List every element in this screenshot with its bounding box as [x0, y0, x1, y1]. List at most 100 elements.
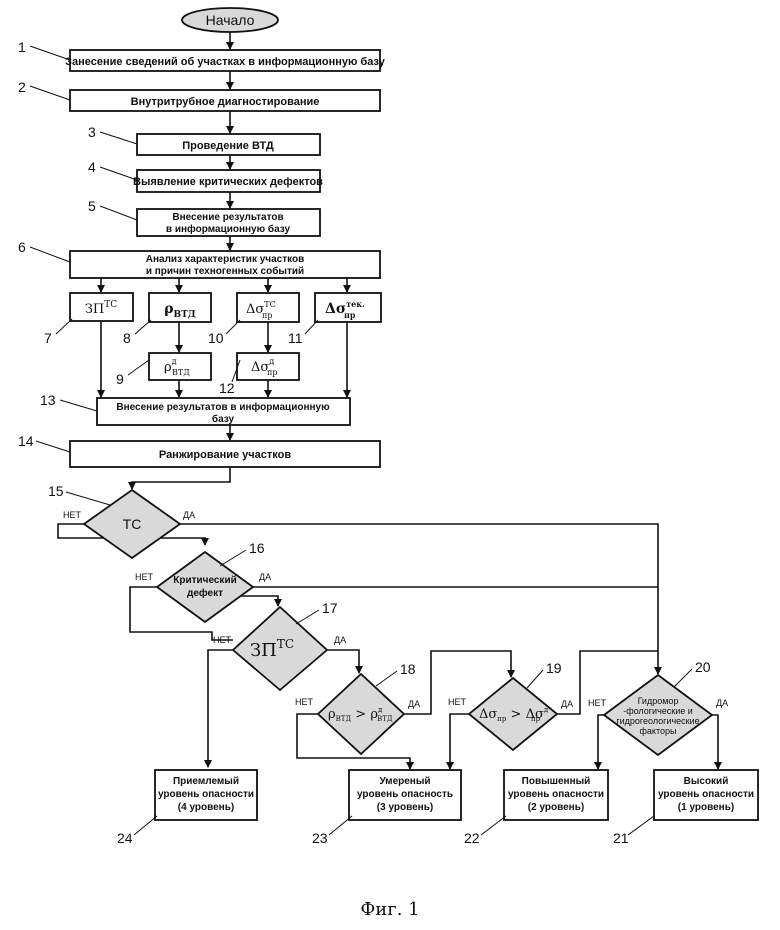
- ref-22: 22: [464, 830, 480, 846]
- leader-2: [30, 86, 70, 100]
- leader-9: [128, 360, 149, 375]
- box-5-label-1: Внесение результатов: [172, 212, 283, 223]
- outcome-21-label-2: уровень опасности: [658, 789, 754, 800]
- diamond-19-label: Δσпр > Δσдпр: [479, 706, 549, 723]
- diamond-20-label-3: гидрогеологические: [616, 716, 699, 726]
- diamond-16: [157, 552, 253, 622]
- diamond-16-label-2: дефект: [187, 587, 223, 599]
- leader-18: [376, 671, 397, 686]
- yes-label-17: ДА: [334, 635, 346, 645]
- diamond-16-label-1: Критический: [173, 575, 237, 586]
- no-label-19: НЕТ: [448, 697, 467, 707]
- leader-10: [226, 320, 240, 334]
- no-label-20: НЕТ: [588, 698, 607, 708]
- outcome-22-label-1: Повышенный: [522, 776, 591, 787]
- ref-21: 21: [613, 830, 629, 846]
- leader-4: [100, 167, 137, 180]
- leader-21: [628, 816, 654, 835]
- box-5-label-2: в информационную базу: [166, 223, 291, 235]
- box-14-label: Ранжирование участков: [159, 449, 291, 461]
- yes-label-20: ДА: [716, 698, 728, 708]
- leader-3: [100, 132, 137, 144]
- ref-5: 5: [88, 198, 96, 214]
- ref-2: 2: [18, 79, 26, 95]
- ref-11: 11: [288, 330, 303, 346]
- arrow-17-no: [208, 650, 233, 767]
- ref-13: 13: [40, 392, 56, 408]
- leader-8: [135, 320, 151, 334]
- ref-3: 3: [88, 124, 96, 140]
- ref-16: 16: [249, 540, 265, 556]
- box-6-label-2: и причин техногенных событий: [146, 265, 304, 277]
- box-6-label-1: Анализ характеристик участков: [146, 254, 305, 265]
- ref-18: 18: [400, 661, 416, 677]
- leader-20: [674, 669, 692, 687]
- box-3-label: Проведение ВТД: [182, 140, 274, 152]
- outcome-24-label-1: Приемлемый: [173, 776, 239, 787]
- ref-17: 17: [322, 600, 338, 616]
- arrow-14-15: [132, 467, 230, 489]
- yes-label-18: ДА: [408, 699, 420, 709]
- leader-5: [100, 206, 137, 220]
- outcome-21-label-1: Высокий: [684, 776, 729, 787]
- outcome-24-label-2: уровень опасности: [158, 789, 254, 800]
- outcome-21-label-3: (1 уровень): [678, 802, 734, 813]
- outcome-22-label-3: (2 уровень): [528, 802, 584, 813]
- no-label-16: НЕТ: [135, 572, 154, 582]
- ref-12: 12: [219, 380, 235, 396]
- box-4-label: Выявление критических дефектов: [133, 176, 323, 188]
- ref-15: 15: [48, 483, 64, 499]
- arrow-20-no: [598, 715, 605, 769]
- yes-label-15: ДА: [183, 510, 195, 520]
- box-13-label-2: базу: [212, 413, 235, 425]
- leader-7: [56, 319, 72, 334]
- ref-4: 4: [88, 159, 96, 175]
- ref-1: 1: [18, 39, 26, 55]
- leader-6: [30, 247, 70, 262]
- arrow-19-no: [450, 714, 469, 769]
- leader-1: [30, 46, 70, 60]
- ref-7: 7: [44, 330, 52, 346]
- start-label: Начало: [206, 12, 255, 28]
- arrow-20-yes: [712, 715, 718, 769]
- ref-6: 6: [18, 239, 26, 255]
- branch-labels: НЕТ ДА НЕТ ДА НЕТ ДА НЕТ ДА НЕТ ДА НЕТ Д…: [63, 510, 728, 709]
- diamond-20-label-2: -фологические и: [623, 706, 693, 716]
- ref-19: 19: [546, 660, 562, 676]
- leader-16: [220, 550, 246, 566]
- diamond-20-label-4: факторы: [640, 726, 677, 736]
- box-2-label: Внутритрубное диагностирование: [131, 96, 320, 108]
- diamond-15-label: ТС: [123, 516, 142, 532]
- leader-14: [36, 441, 70, 452]
- ref-10: 10: [208, 330, 224, 346]
- leader-22: [481, 816, 506, 835]
- figure-caption: Фиг. 1: [360, 899, 419, 920]
- ref-23: 23: [312, 830, 328, 846]
- outcome-23-label-2: уровень опасность: [357, 789, 453, 800]
- yes-label-19: ДА: [561, 699, 573, 709]
- ref-20: 20: [695, 659, 711, 675]
- box-1-label: Занесение сведений об участках в информа…: [65, 56, 386, 68]
- no-label-17: НЕТ: [213, 635, 232, 645]
- diamond-20-label-1: Гидромор: [638, 696, 679, 706]
- arrow-17-yes: [327, 650, 359, 673]
- leader-11: [305, 320, 318, 334]
- leader-13: [60, 400, 97, 411]
- ref-8: 8: [123, 330, 131, 346]
- box-13-label-1: Внесение результатов в информационную: [116, 401, 330, 413]
- leader-17: [296, 610, 319, 624]
- leader-23: [329, 816, 352, 835]
- leader-24: [134, 816, 157, 835]
- leader-15: [66, 492, 110, 505]
- ref-24: 24: [117, 830, 133, 846]
- ref-14: 14: [18, 433, 34, 449]
- outcome-22-label-2: уровень опасности: [508, 789, 604, 800]
- outcome-23-label-3: (3 уровень): [377, 802, 433, 813]
- leader-19: [527, 670, 543, 688]
- ref-9: 9: [116, 371, 124, 387]
- outcome-23-label-1: Умереный: [379, 776, 430, 787]
- no-label-15: НЕТ: [63, 510, 82, 520]
- no-label-18: НЕТ: [295, 697, 314, 707]
- outcome-24-label-3: (4 уровень): [178, 802, 234, 813]
